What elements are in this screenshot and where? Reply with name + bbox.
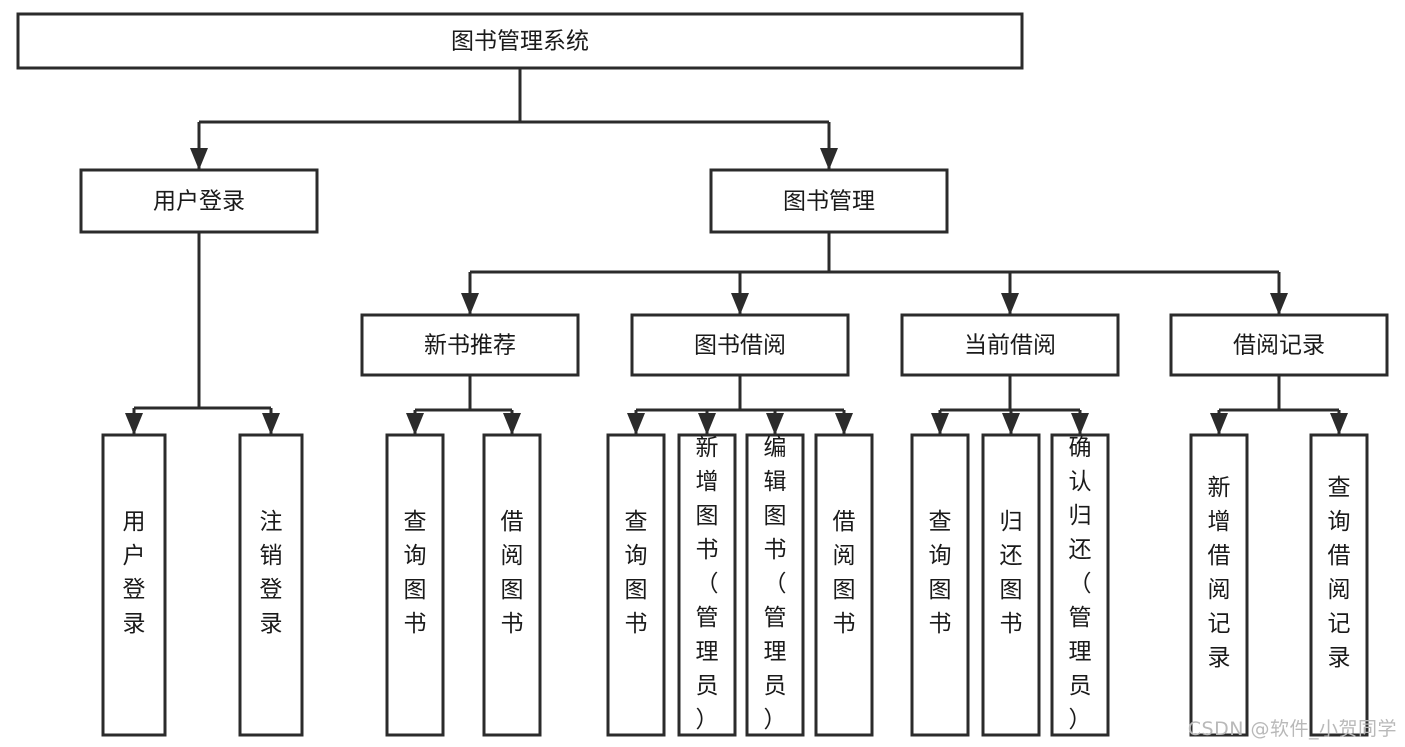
node-leaf-12[interactable]: 查询借阅记录 <box>1309 433 1369 737</box>
node-leaf-7[interactable]: 借阅图书 <box>814 433 874 737</box>
node-leaf-10[interactable]: 确认归还（管理员） <box>1050 433 1110 737</box>
node-box <box>745 433 805 737</box>
arrow-head <box>1330 413 1348 435</box>
node-leaf-5[interactable]: 新增图书（管理员） <box>677 433 737 737</box>
node-leaf-3[interactable]: 借阅图书 <box>482 433 542 737</box>
node-box <box>1309 433 1369 737</box>
node-box <box>1169 313 1389 377</box>
arrow-head <box>1270 293 1288 315</box>
arrow-head <box>1071 413 1089 435</box>
node-leaf-11[interactable]: 新增借阅记录 <box>1189 433 1249 737</box>
arrow-head <box>931 413 949 435</box>
node-level2-0[interactable]: 用户登录 <box>79 168 319 234</box>
node-box <box>101 433 167 737</box>
node-box <box>981 433 1041 737</box>
node-label: 新书推荐 <box>424 333 516 359</box>
arrow-head <box>820 148 838 170</box>
node-label: 借阅图书 <box>501 509 524 637</box>
node-leaf-4[interactable]: 查询图书 <box>606 433 666 737</box>
node-label: 新增借阅记录 <box>1208 475 1231 671</box>
node-box <box>606 433 666 737</box>
node-level2-1[interactable]: 图书管理 <box>709 168 949 234</box>
node-label: 用户登录 <box>153 189 245 215</box>
node-box <box>814 433 874 737</box>
node-box <box>385 433 445 737</box>
node-box <box>709 168 949 234</box>
node-box <box>910 433 970 737</box>
node-label: 确认归还（管理员） <box>1069 435 1092 733</box>
node-label: 图书管理系统 <box>451 29 589 55</box>
node-label: 查询图书 <box>404 509 427 637</box>
node-box <box>677 433 737 737</box>
node-label: 当前借阅 <box>964 333 1056 359</box>
arrow-head <box>461 293 479 315</box>
arrow-head <box>698 413 716 435</box>
node-label: 查询图书 <box>625 509 648 637</box>
arrow-head <box>1001 293 1019 315</box>
arrow-head <box>406 413 424 435</box>
node-label: 查询借阅记录 <box>1328 475 1351 671</box>
arrow-head <box>835 413 853 435</box>
node-label: 编辑图书（管理员） <box>764 435 787 733</box>
node-label: 归还图书 <box>1000 509 1023 637</box>
arrow-head <box>190 148 208 170</box>
node-box <box>482 433 542 737</box>
node-box <box>1189 433 1249 737</box>
node-box <box>238 433 304 737</box>
node-level3-0[interactable]: 新书推荐 <box>360 313 580 377</box>
node-leaf-0[interactable]: 用户登录 <box>101 433 167 737</box>
node-level3-1[interactable]: 图书借阅 <box>630 313 850 377</box>
node-label: 借阅记录 <box>1233 333 1325 359</box>
node-box <box>900 313 1120 377</box>
node-leaf-9[interactable]: 归还图书 <box>981 433 1041 737</box>
node-label: 图书管理 <box>783 189 875 215</box>
node-label: 用户登录 <box>123 509 146 637</box>
arrow-head <box>262 413 280 435</box>
arrow-head <box>766 413 784 435</box>
node-leaf-8[interactable]: 查询图书 <box>910 433 970 737</box>
node-label: 查询图书 <box>929 509 952 637</box>
arrow-head <box>1210 413 1228 435</box>
node-root[interactable]: 图书管理系统 <box>16 12 1024 70</box>
node-label: 借阅图书 <box>833 509 856 637</box>
node-level3-3[interactable]: 借阅记录 <box>1169 313 1389 377</box>
node-label: 新增图书（管理员） <box>696 435 719 733</box>
node-box <box>630 313 850 377</box>
arrow-head <box>731 293 749 315</box>
node-box <box>1050 433 1110 737</box>
node-box <box>16 12 1024 70</box>
connector-layer <box>125 68 1348 435</box>
node-level3-2[interactable]: 当前借阅 <box>900 313 1120 377</box>
node-layer: 图书管理系统用户登录图书管理新书推荐图书借阅当前借阅借阅记录用户登录注销登录查询… <box>16 12 1389 737</box>
node-box <box>79 168 319 234</box>
arrow-head <box>503 413 521 435</box>
arrow-head <box>1002 413 1020 435</box>
csdn-watermark: CSDN @软件_小贺同学 <box>1187 718 1397 740</box>
node-label: 注销登录 <box>260 509 283 637</box>
node-leaf-6[interactable]: 编辑图书（管理员） <box>745 433 805 737</box>
node-label: 图书借阅 <box>694 333 786 359</box>
arrow-head <box>125 413 143 435</box>
node-box <box>360 313 580 377</box>
node-leaf-2[interactable]: 查询图书 <box>385 433 445 737</box>
arrow-head <box>627 413 645 435</box>
node-leaf-1[interactable]: 注销登录 <box>238 433 304 737</box>
